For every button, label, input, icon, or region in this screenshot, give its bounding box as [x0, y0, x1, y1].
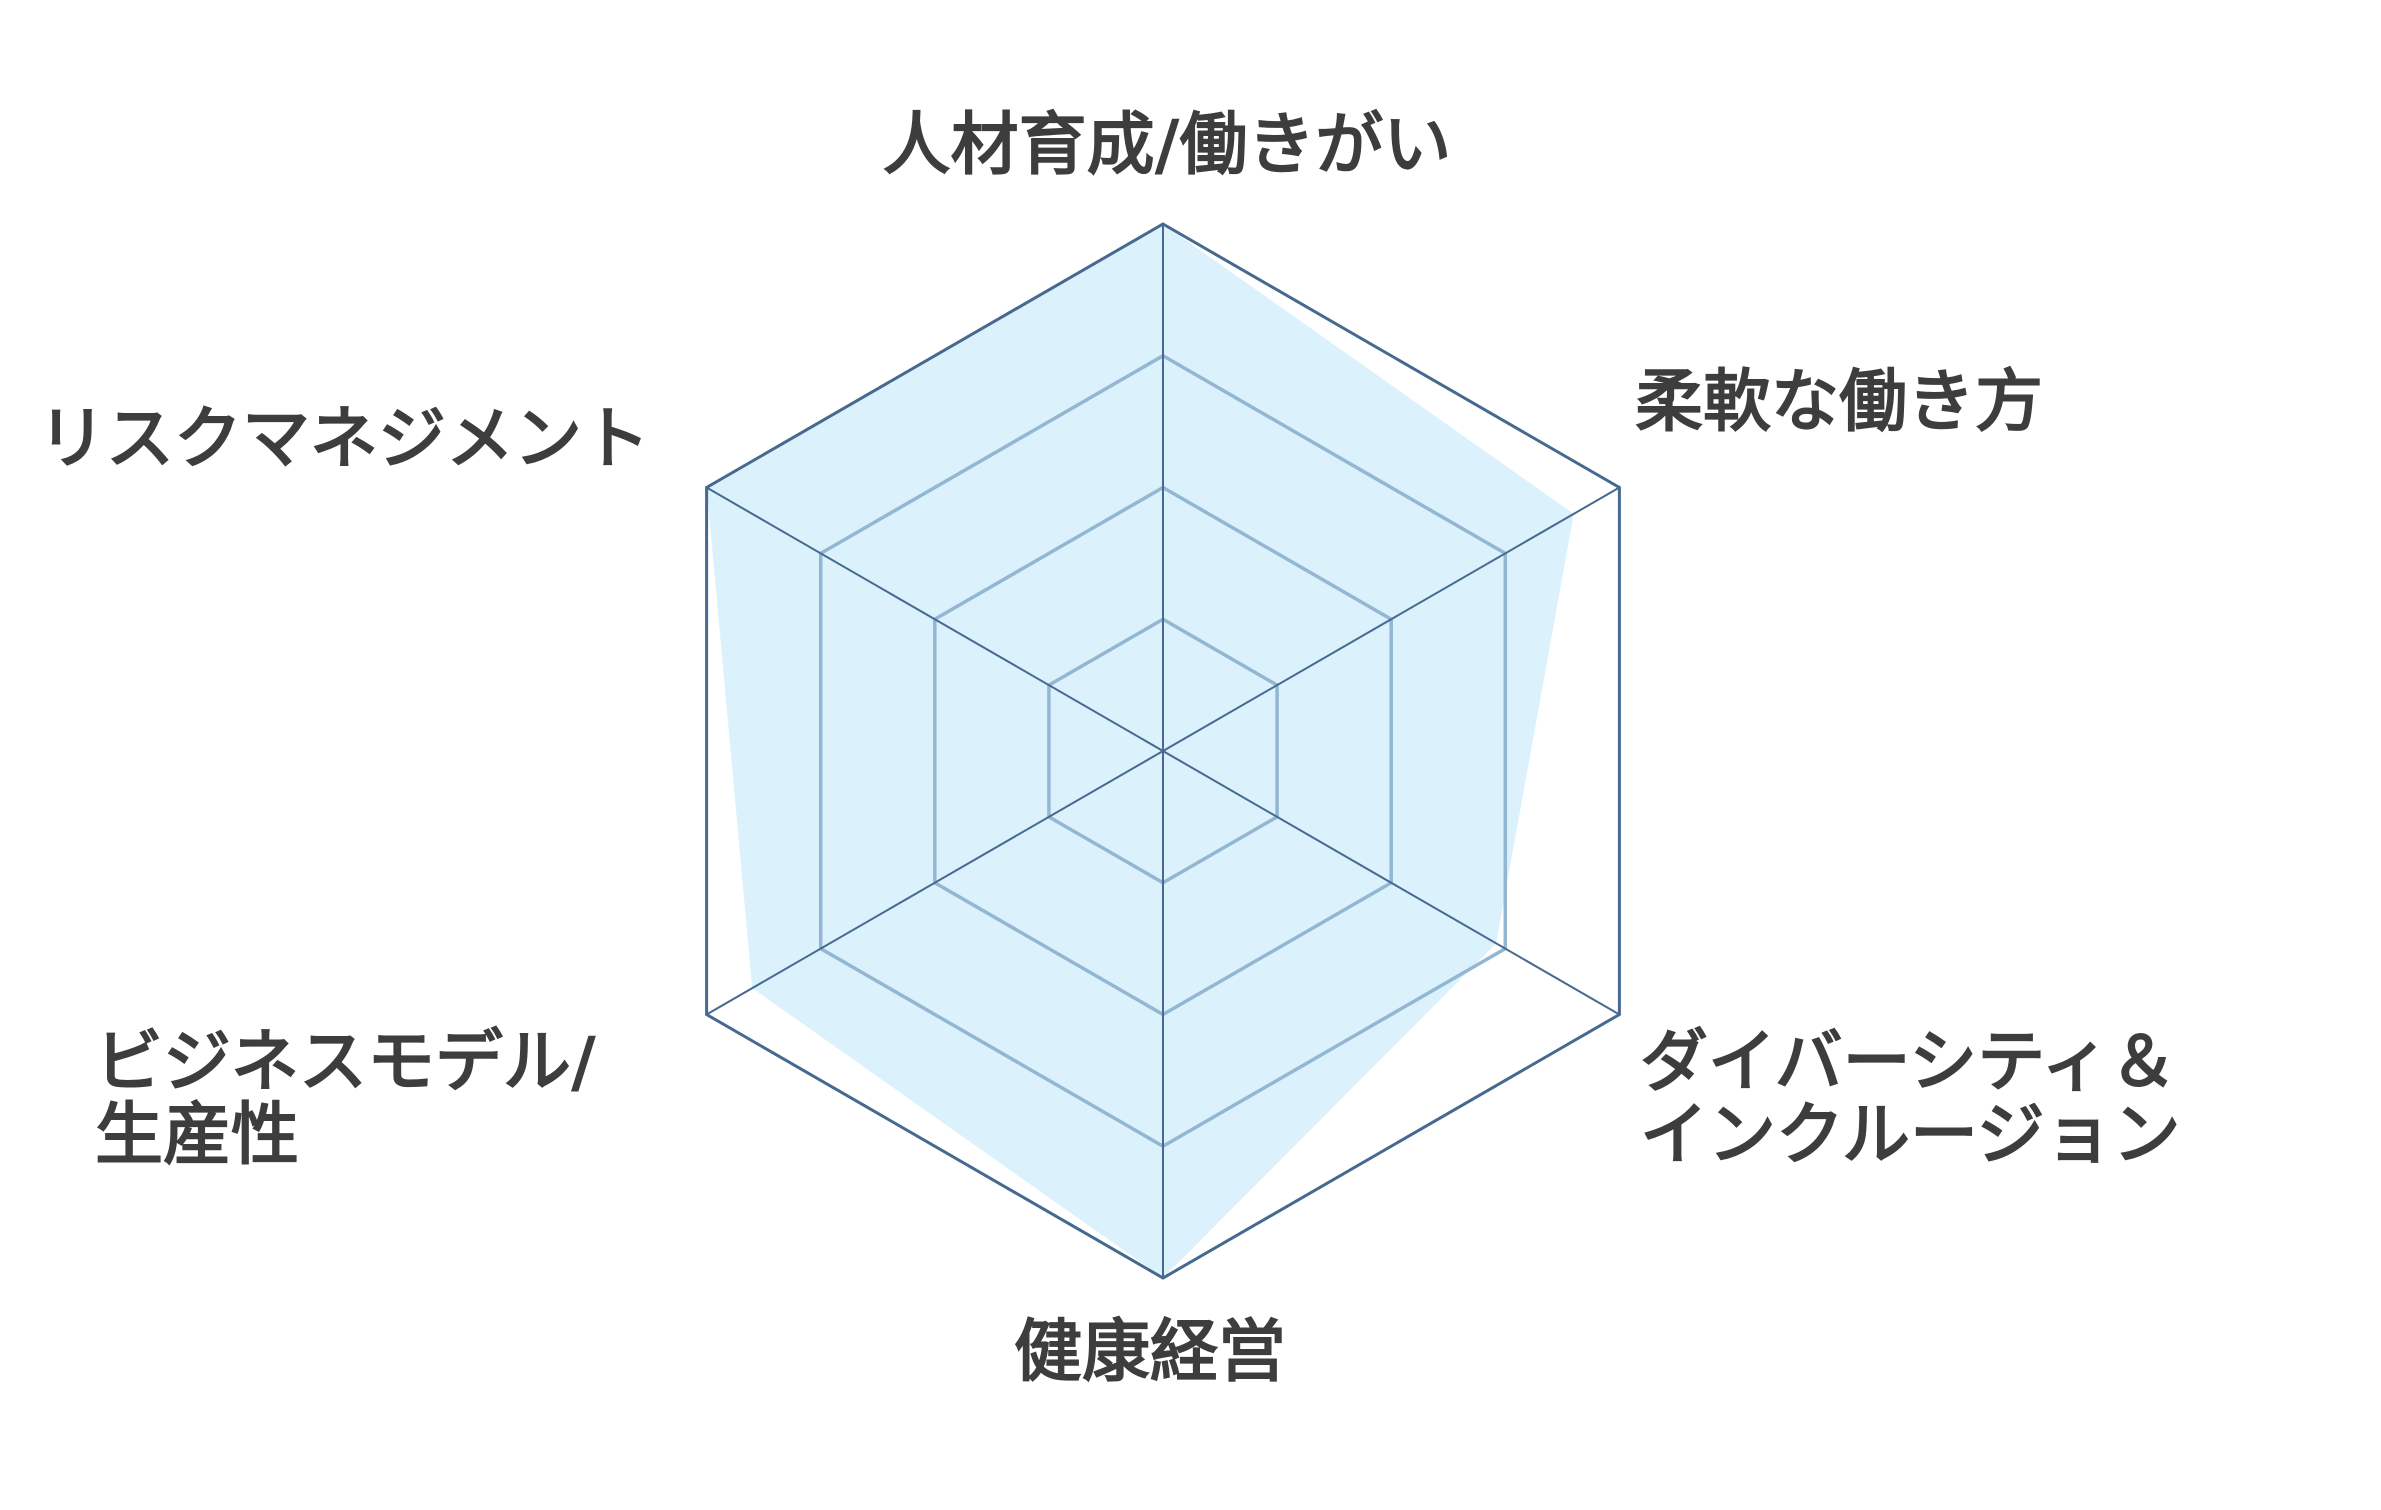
- axis-spoke-2: [1162, 750, 1620, 1016]
- axis-label-business-line1: ビジネスモデル/: [95, 1023, 596, 1102]
- axis-spoke-4: [706, 750, 1164, 1016]
- series-area-score: [706, 224, 1574, 1278]
- axis-label-diversity-line2: インクルージョン: [1640, 1096, 2181, 1175]
- axis-label-jinzai: 人材育成/働きがい: [883, 106, 1452, 185]
- axis-spoke-5: [706, 486, 1164, 752]
- axis-label-business-line2: 生産性: [95, 1096, 299, 1175]
- axis-label-juunan: 柔軟な働き方: [1635, 363, 2043, 442]
- axis-spoke-1: [1162, 486, 1620, 752]
- axis-label-diversity-line1: ダイバーシティ＆: [1640, 1023, 2177, 1102]
- axis-label-kenkou: 健康経営: [1014, 1313, 1286, 1392]
- axis-label-risk: リスクマネジメント: [38, 400, 650, 479]
